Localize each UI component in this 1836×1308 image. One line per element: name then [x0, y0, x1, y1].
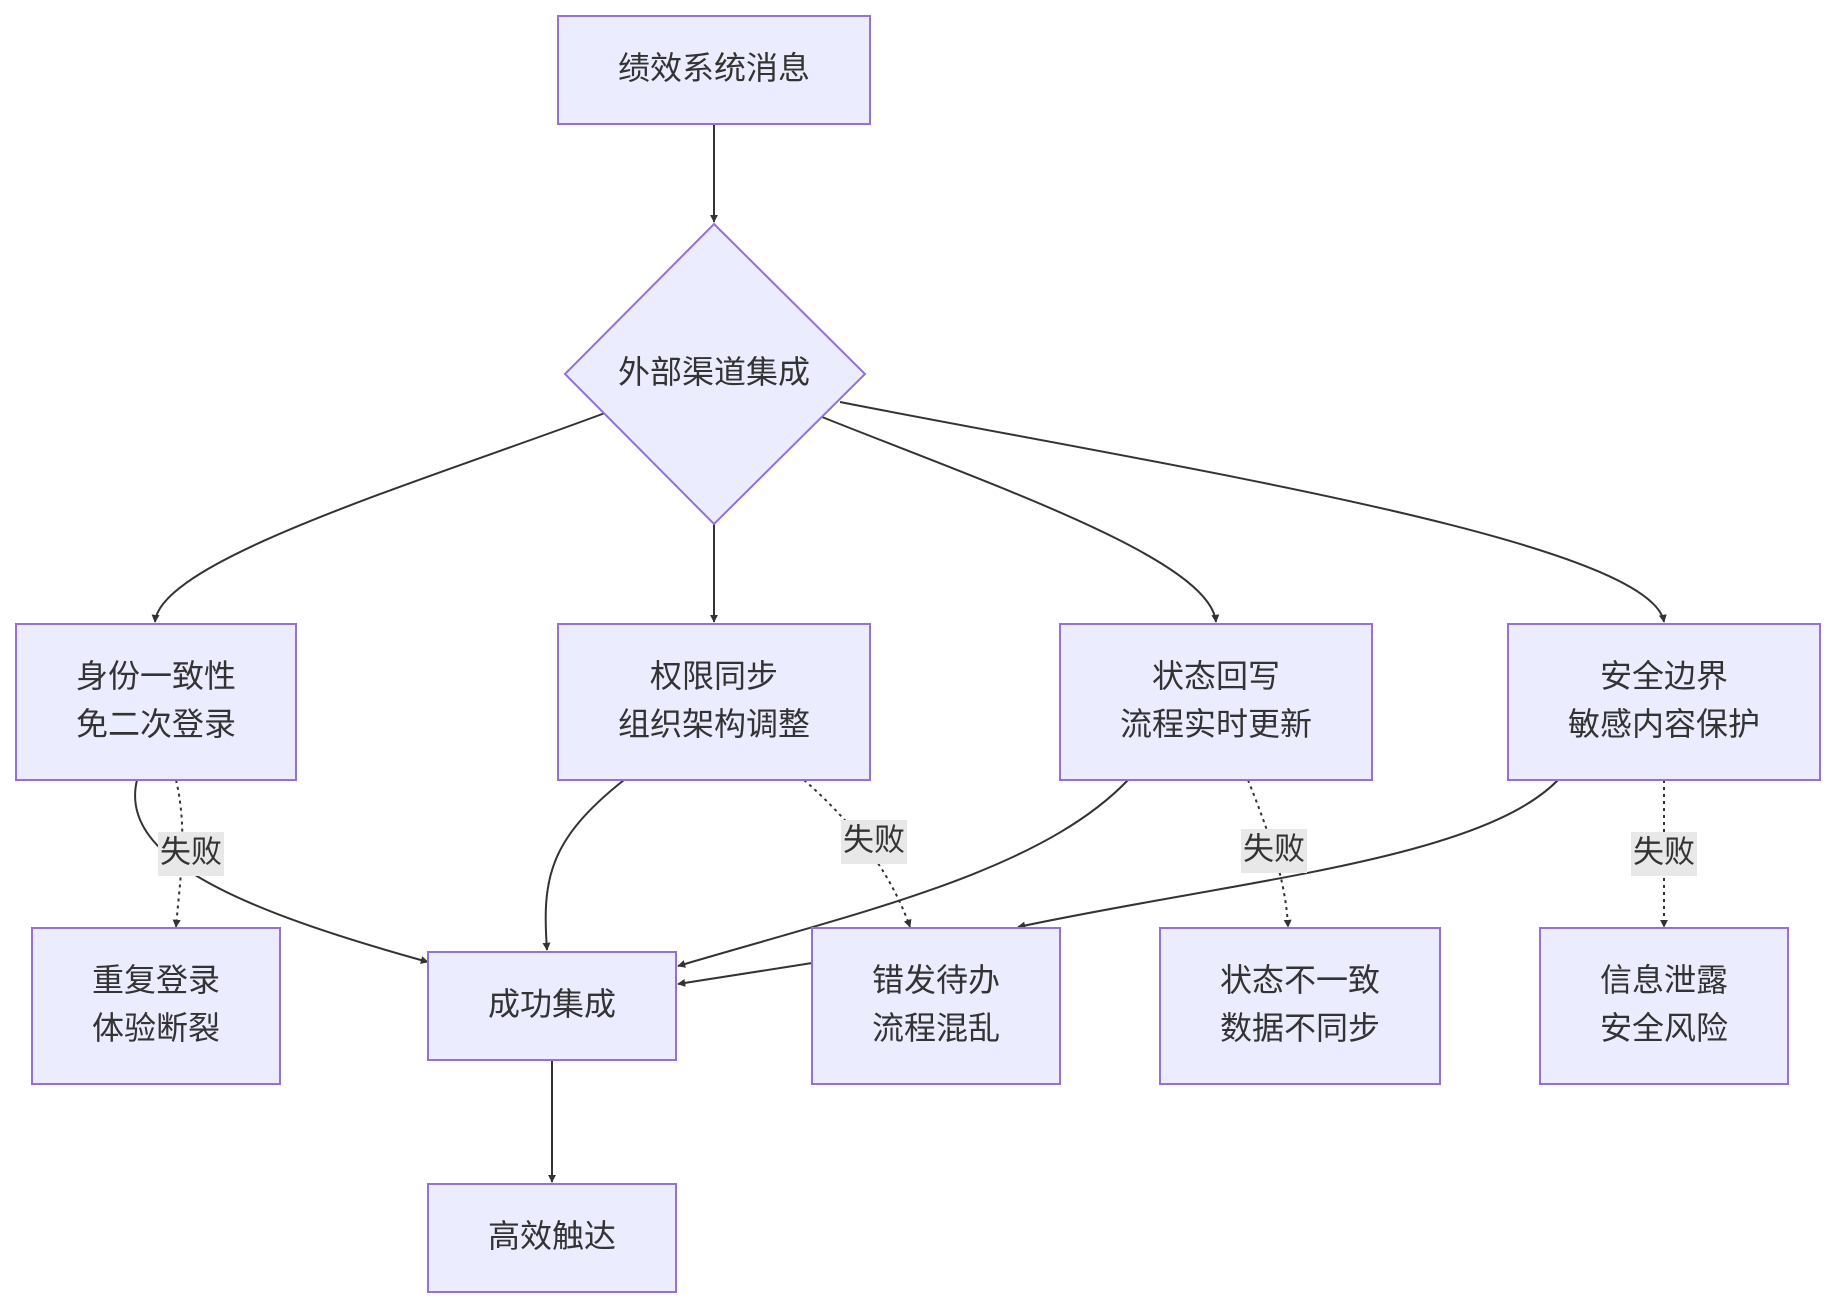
node-perm-line1: 权限同步 [650, 657, 778, 695]
node-reach-label: 高效触达 [488, 1217, 616, 1255]
node-success[interactable]: 成功集成 [427, 951, 677, 1061]
node-inconsist-line2: 数据不同步 [1220, 1009, 1380, 1047]
edge-label-text: 失败 [1633, 835, 1695, 871]
node-wrongtodo[interactable]: 错发待办 流程混乱 [811, 927, 1061, 1085]
node-perm[interactable]: 权限同步 组织架构调整 [557, 623, 871, 781]
edge-label-fail-security: 失败 [1631, 832, 1697, 876]
node-inconsist[interactable]: 状态不一致 数据不同步 [1159, 927, 1441, 1085]
node-success-label: 成功集成 [488, 985, 616, 1023]
node-status-line2: 流程实时更新 [1120, 705, 1312, 743]
node-status-line1: 状态回写 [1152, 657, 1280, 695]
edge-security-to-success [1017, 779, 1559, 930]
node-relogin-line2: 体验断裂 [92, 1009, 220, 1047]
edge-identity-to-success [134, 779, 429, 964]
node-relogin[interactable]: 重复登录 体验断裂 [31, 927, 281, 1085]
edge-wrongtodo-to-success [677, 962, 813, 987]
edge-labels: 失败 失败 失败 失败 [158, 820, 1697, 876]
edge-label-fail-perm: 失败 [841, 820, 907, 864]
edge-decision-to-identity [151, 412, 606, 623]
node-decision[interactable]: 外部渠道集成 [563, 222, 867, 526]
node-wrongtodo-line2: 流程混乱 [872, 1009, 1000, 1047]
node-reach[interactable]: 高效触达 [427, 1183, 677, 1293]
edge-decision-to-status [821, 416, 1220, 623]
node-security-line2: 敏感内容保护 [1568, 705, 1760, 743]
node-leak-line1: 信息泄露 [1600, 961, 1728, 999]
edge-label-fail-status: 失败 [1241, 829, 1307, 873]
nodes: 绩效系统消息 外部渠道集成 身份一致性 免二次登录 权限同步 组织架构调整 状态… [15, 15, 1821, 1293]
node-status[interactable]: 状态回写 流程实时更新 [1059, 623, 1373, 781]
node-leak[interactable]: 信息泄露 安全风险 [1539, 927, 1789, 1085]
edge-label-text: 失败 [843, 823, 905, 859]
edge-status-to-success [677, 779, 1129, 968]
edge-label-text: 失败 [160, 835, 222, 871]
node-identity-line1: 身份一致性 [76, 657, 236, 695]
node-decision-label: 外部渠道集成 [618, 353, 810, 391]
node-identity-line2: 免二次登录 [76, 705, 236, 743]
node-identity[interactable]: 身份一致性 免二次登录 [15, 623, 297, 781]
edge-label-text: 失败 [1243, 832, 1305, 868]
node-security-line1: 安全边界 [1600, 657, 1728, 695]
edge-perm-to-success [542, 779, 625, 951]
edge-decision-to-security [839, 401, 1667, 623]
node-relogin-line1: 重复登录 [92, 961, 220, 999]
node-inconsist-line1: 状态不一致 [1220, 961, 1380, 999]
node-wrongtodo-line1: 错发待办 [872, 961, 1000, 999]
edge-label-fail-identity: 失败 [158, 832, 224, 876]
node-security[interactable]: 安全边界 敏感内容保护 [1507, 623, 1821, 781]
node-perm-line2: 组织架构调整 [618, 705, 810, 743]
node-start-label: 绩效系统消息 [618, 49, 810, 87]
node-start[interactable]: 绩效系统消息 [557, 15, 871, 125]
node-leak-line2: 安全风险 [1600, 1009, 1728, 1047]
